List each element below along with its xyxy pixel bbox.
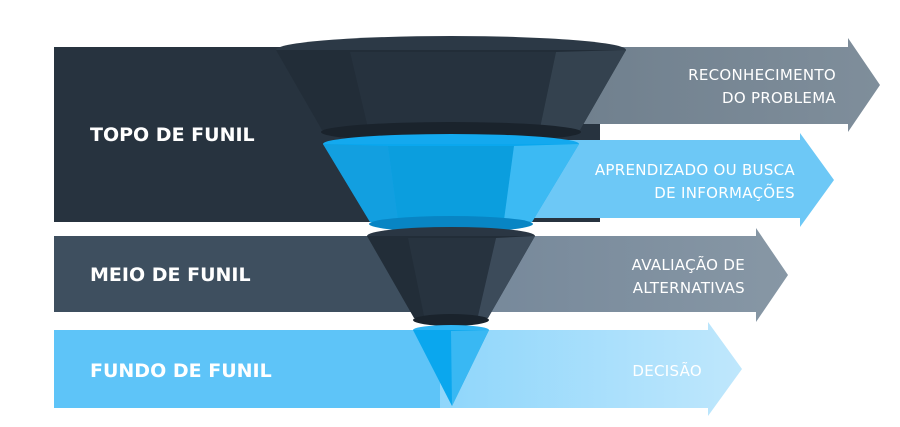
funnel-segment-1 (276, 36, 626, 142)
step-1-line-1: RECONHECIMENTO (688, 66, 836, 84)
funnel-segment-3 (367, 227, 535, 326)
step-4-line-1: DECISÃO (632, 361, 702, 380)
funnel-segment-4 (413, 325, 489, 406)
step-arrow-decision (440, 322, 742, 416)
step-arrow-evaluate-alternatives (470, 228, 788, 322)
stage-label-middle: MEIO DE FUNIL (90, 264, 251, 286)
step-arrow-information-search (520, 133, 834, 227)
step-2-line-2: DE INFORMAÇÕES (654, 183, 795, 202)
bottom-funnel-band (54, 330, 460, 408)
stage-label-bottom: FUNDO DE FUNIL (90, 360, 272, 382)
step-3-line-1: AVALIAÇÃO DE (632, 255, 745, 274)
step-1-line-2: DO PROBLEMA (722, 89, 836, 107)
step-2-line-1: APRENDIZADO OU BUSCA (595, 161, 796, 179)
step-3-line-2: ALTERNATIVAS (633, 279, 745, 297)
step-arrow-problem-recognition (560, 38, 880, 132)
stage-label-top: TOPO DE FUNIL (90, 124, 255, 146)
funnel-segment-2 (323, 134, 579, 232)
